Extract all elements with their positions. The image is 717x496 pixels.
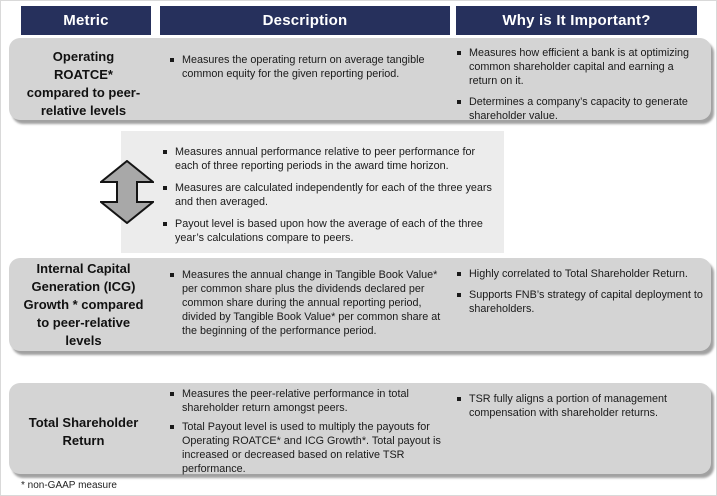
square-bullet-icon (457, 397, 461, 401)
list-item: TSR fully aligns a portion of management… (457, 392, 703, 420)
square-bullet-icon (163, 222, 167, 226)
square-bullet-icon (170, 392, 174, 396)
table-row-operating-roatce: Operating ROATCE* compared to peer-relat… (9, 38, 711, 122)
importance-cell: Highly correlated to Total Shareholder R… (451, 258, 711, 351)
peer-comparison-note-box: Measures annual performance relative to … (121, 131, 504, 253)
bullet-text: Payout level is based upon how the avera… (175, 218, 483, 244)
bullet-text: Measures how efficient a bank is at opti… (469, 47, 690, 87)
bullet-list: Measures how efficient a bank is at opti… (457, 46, 703, 123)
bullet-text: Total Payout level is used to multiply t… (182, 421, 441, 475)
bullet-text: TSR fully aligns a portion of management… (469, 393, 668, 419)
list-item: Measures the annual change in Tangible B… (170, 268, 443, 338)
square-bullet-icon (163, 186, 167, 190)
bullet-text: Measures are calculated independently fo… (175, 182, 492, 208)
description-cell: Measures the peer-relative performance i… (166, 383, 451, 481)
square-bullet-icon (457, 51, 461, 55)
bullet-list: Measures annual performance relative to … (163, 145, 498, 245)
table-row-total-shareholder-return: Total Shareholder Return Measures the pe… (9, 383, 711, 475)
list-item: Measures the peer-relative performance i… (170, 387, 443, 415)
square-bullet-icon (457, 272, 461, 276)
list-item: Measures how efficient a bank is at opti… (457, 46, 703, 88)
bullet-text: Measures the annual change in Tangible B… (182, 269, 441, 337)
column-header-description-label: Description (262, 12, 348, 29)
column-header-importance-label: Why is It Important? (502, 12, 651, 29)
list-item: Total Payout level is used to multiply t… (170, 420, 443, 476)
bullet-text: Highly correlated to Total Shareholder R… (469, 268, 688, 280)
up-down-arrow-icon (98, 159, 156, 225)
table-row-icg-growth: Internal Capital Generation (ICG) Growth… (9, 258, 711, 351)
square-bullet-icon (170, 273, 174, 277)
metric-cell: Internal Capital Generation (ICG) Growth… (9, 258, 166, 351)
list-item: Measures annual performance relative to … (163, 145, 498, 173)
square-bullet-icon (457, 100, 461, 104)
metric-label: Operating ROATCE* compared to peer-relat… (26, 49, 141, 118)
bullet-list: TSR fully aligns a portion of management… (457, 392, 703, 420)
bullet-text: Supports FNB’s strategy of capital deplo… (469, 289, 703, 315)
list-item: Determines a company’s capacity to gener… (457, 95, 703, 123)
metric-cell: Operating ROATCE* compared to peer-relat… (9, 38, 166, 130)
description-cell: Measures the annual change in Tangible B… (166, 258, 451, 351)
column-header-importance: Why is It Important? (456, 6, 697, 35)
list-item: Measures the operating return on average… (170, 53, 443, 81)
list-item: Supports FNB’s strategy of capital deplo… (457, 288, 703, 316)
square-bullet-icon (170, 425, 174, 429)
bullet-text: Measures the operating return on average… (182, 54, 425, 80)
bullet-list: Measures the operating return on average… (170, 53, 443, 81)
square-bullet-icon (163, 150, 167, 154)
list-item: Measures are calculated independently fo… (163, 181, 498, 209)
bullet-text: Measures annual performance relative to … (175, 146, 476, 172)
importance-cell: Measures how efficient a bank is at opti… (451, 38, 711, 130)
bullet-text: Determines a company’s capacity to gener… (469, 96, 688, 122)
column-header-metric-label: Metric (63, 12, 109, 29)
square-bullet-icon (457, 293, 461, 297)
non-gaap-footnote: * non-GAAP measure (21, 480, 117, 491)
bullet-list: Measures the annual change in Tangible B… (170, 268, 443, 338)
metric-cell: Total Shareholder Return (9, 383, 166, 481)
metric-label: Total Shareholder Return (28, 415, 139, 448)
importance-cell: TSR fully aligns a portion of management… (451, 383, 711, 481)
column-header-metric: Metric (21, 6, 151, 35)
list-item: Highly correlated to Total Shareholder R… (457, 267, 703, 281)
bullet-list: Measures the peer-relative performance i… (170, 387, 443, 476)
metric-label: Internal Capital Generation (ICG) Growth… (23, 260, 144, 348)
description-cell: Measures the operating return on average… (166, 38, 451, 130)
square-bullet-icon (170, 58, 174, 62)
bullet-list: Highly correlated to Total Shareholder R… (457, 267, 703, 316)
list-item: Payout level is based upon how the avera… (163, 217, 498, 245)
bullet-text: Measures the peer-relative performance i… (182, 388, 409, 414)
column-header-description: Description (160, 6, 450, 35)
